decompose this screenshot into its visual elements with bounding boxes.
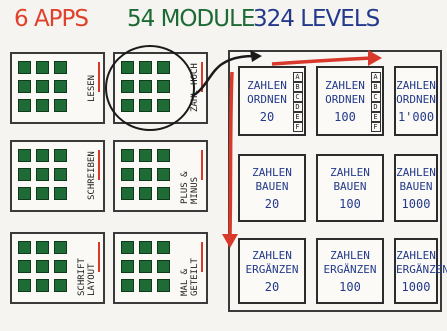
red-mark bbox=[201, 62, 203, 92]
level-card: ZAHLEN BAUEN 100 bbox=[316, 154, 384, 222]
level-number: 100 bbox=[339, 196, 361, 211]
module-grid bbox=[18, 61, 67, 112]
module-grid bbox=[121, 149, 170, 200]
level-number: 1000 bbox=[401, 196, 431, 211]
red-mark bbox=[98, 242, 100, 272]
level-number: 20 bbox=[264, 279, 280, 294]
app-box-schrift-layout: SCHRIFT LAYOUT bbox=[10, 232, 105, 304]
app-label: ZAHL HOCH bbox=[190, 63, 200, 113]
level-card: ZAHLEN ORDNEN 1'000 bbox=[394, 66, 438, 136]
app-label: PLUS & MINUS bbox=[180, 171, 200, 204]
heading-apps: 6 APPS bbox=[14, 6, 89, 32]
module-grid bbox=[18, 149, 67, 200]
level-card: ZAHLEN ERGÄNZEN 100 bbox=[316, 238, 384, 304]
app-box-mal-geteilt: MAL & GETEILT bbox=[113, 232, 208, 304]
app-box-plus-minus: PLUS & MINUS bbox=[113, 140, 208, 212]
app-label: MAL & GETEILT bbox=[180, 258, 200, 296]
level-title: ZAHLEN ERGÄNZEN bbox=[396, 248, 447, 276]
level-title: ZAHLEN ERGÄNZEN bbox=[323, 248, 377, 276]
app-label: SCHREIBEN bbox=[87, 151, 97, 201]
level-title: ZAHLEN BAUEN bbox=[252, 165, 292, 193]
level-number: 20 bbox=[259, 109, 275, 124]
level-number: 1000 bbox=[401, 279, 431, 294]
app-box-schreiben: SCHREIBEN bbox=[10, 140, 105, 212]
app-label: SCHRIFT LAYOUT bbox=[77, 258, 97, 296]
module-grid bbox=[121, 61, 170, 112]
level-title: ZAHLEN BAUEN bbox=[396, 165, 436, 193]
level-number: 1'000 bbox=[397, 109, 435, 124]
module-grid bbox=[121, 241, 170, 292]
level-number: 100 bbox=[339, 279, 361, 294]
level-card: ZAHLEN ERGÄNZEN 20 bbox=[238, 238, 306, 304]
level-number: 20 bbox=[264, 196, 280, 211]
app-box-lesen: LESEN bbox=[10, 52, 105, 124]
red-mark bbox=[201, 150, 203, 180]
level-title: ZAHLEN ORDNEN bbox=[325, 78, 365, 106]
red-mark bbox=[98, 62, 100, 92]
module-grid bbox=[18, 241, 67, 292]
heading-levels: 324 LEVELS bbox=[253, 6, 380, 32]
level-title: ZAHLEN ORDNEN bbox=[396, 78, 436, 106]
level-card: ZAHLEN ERGÄNZEN 1000 bbox=[394, 238, 447, 304]
app-label: LESEN bbox=[87, 74, 97, 102]
app-box-zahl-hoch: ZAHL HOCH bbox=[113, 52, 208, 124]
level-card: ZAHLEN BAUEN 20 bbox=[238, 154, 306, 222]
heading-modules: 54 MODULE bbox=[127, 6, 255, 32]
level-number: 100 bbox=[334, 109, 356, 124]
level-card: ZAHLEN BAUEN 1000 bbox=[394, 154, 438, 222]
level-title: ZAHLEN BAUEN bbox=[330, 165, 370, 193]
red-mark bbox=[201, 242, 203, 272]
red-mark bbox=[98, 150, 100, 180]
level-title: ZAHLEN ERGÄNZEN bbox=[245, 248, 299, 276]
